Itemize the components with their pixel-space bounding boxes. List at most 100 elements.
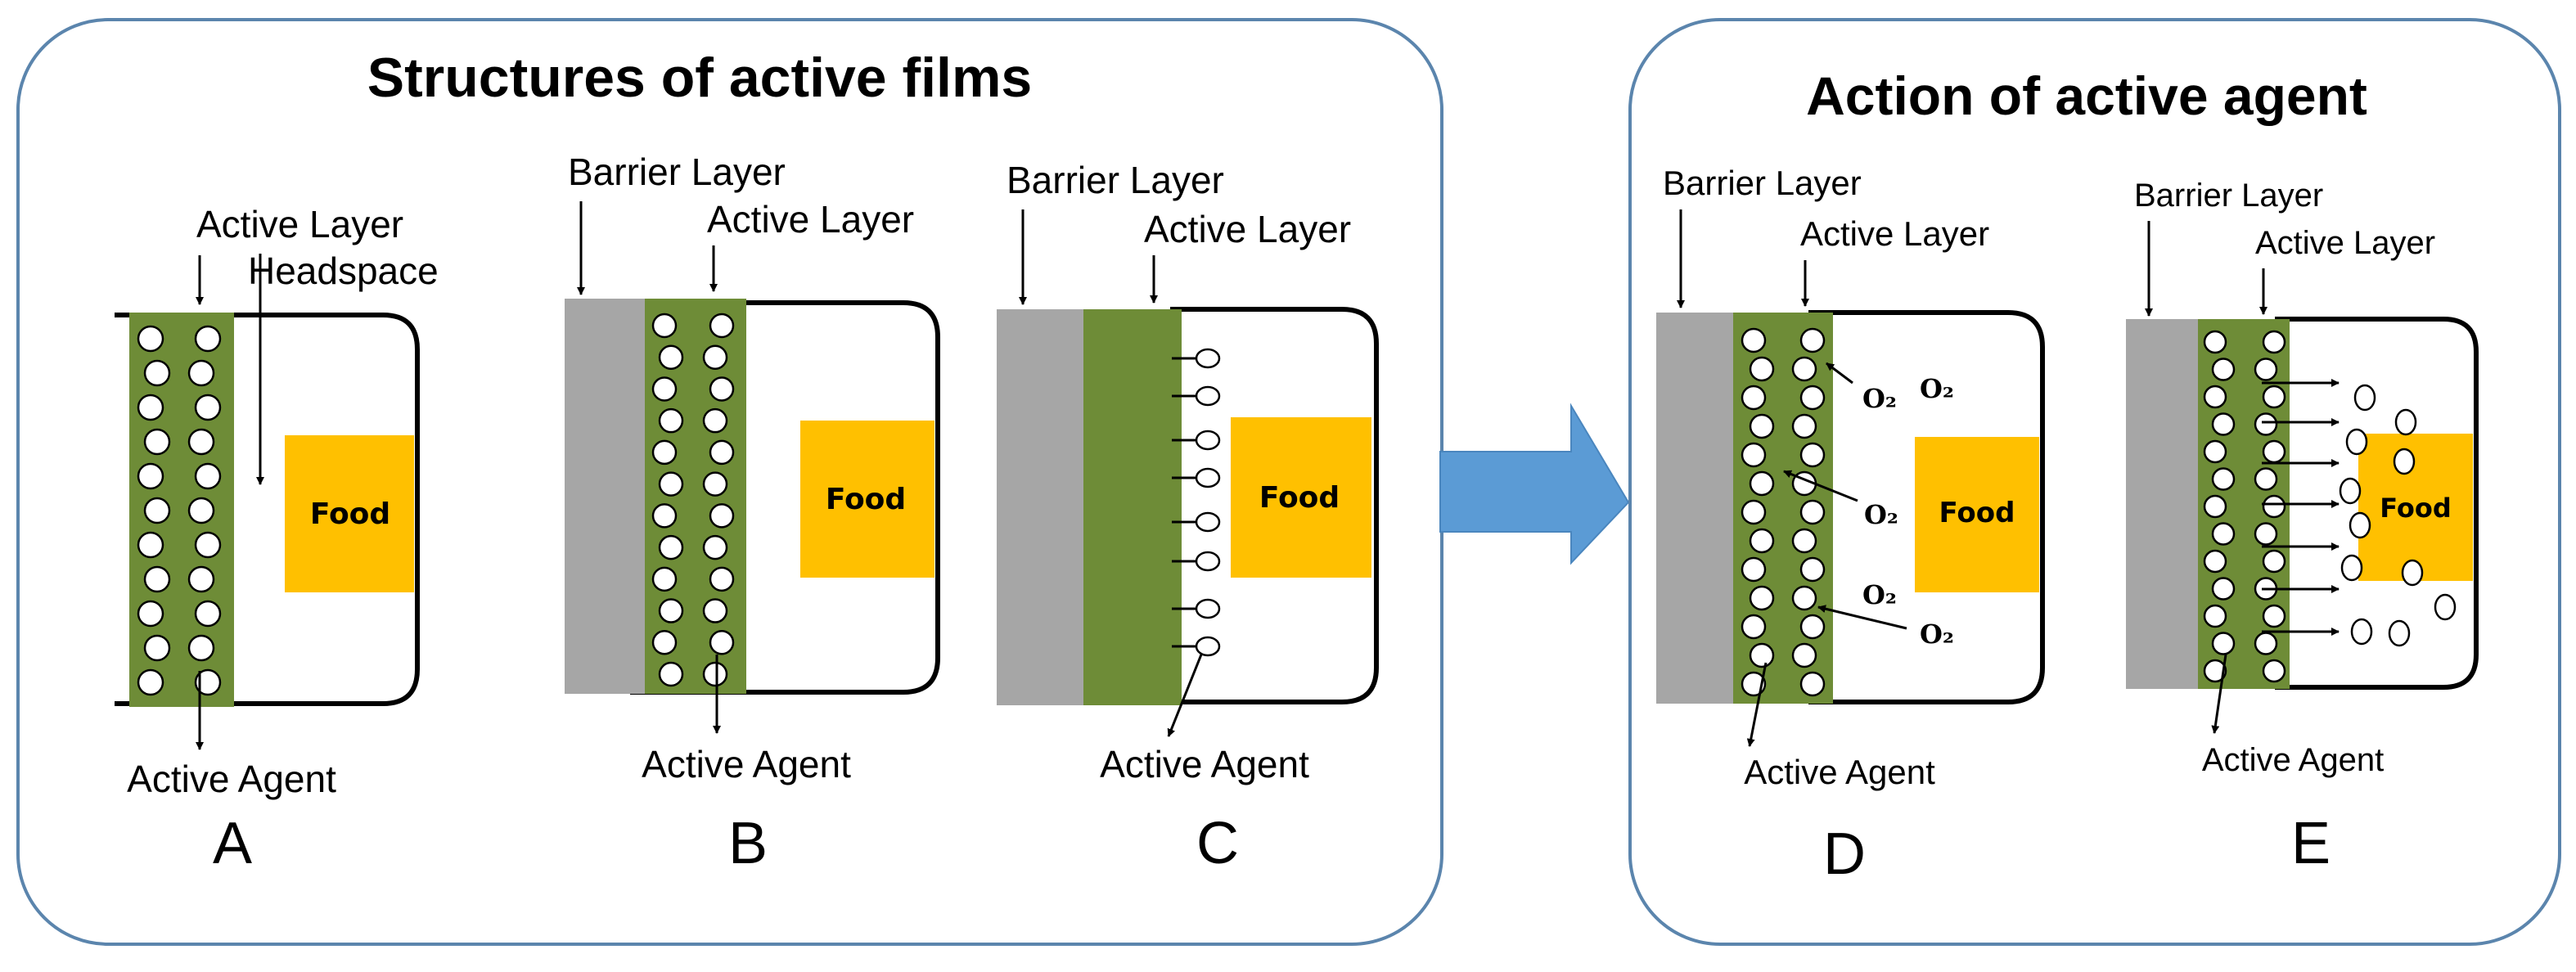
barrier-layer-label-b: Barrier Layer [568,151,786,193]
oxygen-arrow-d1 [1826,362,1853,385]
panel-letter-a: A [213,811,252,876]
particle [709,439,735,466]
particle [1791,585,1817,611]
released-particle [2388,619,2411,647]
food-label-b: Food [826,483,906,516]
barrier-layer-label-c: Barrier Layer [1007,159,1224,201]
active-layer-label-b: Active Layer [707,198,914,241]
food-block-a [285,435,414,592]
structure-a: Food Active Layer Headspace Active Agent… [115,203,439,876]
particle [2211,467,2236,491]
tethered-particle [1195,511,1221,533]
particle [658,534,684,560]
particle [194,668,222,696]
right-panel-frame [1628,18,2561,946]
food-label-a: Food [310,497,390,531]
particle [2254,358,2278,381]
particle [651,566,678,592]
active-layer-label-c: Active Layer [1144,208,1351,250]
particle [137,462,164,490]
active-agent-label-c: Active Agent [1100,743,1309,785]
particle [2211,522,2236,546]
particle [187,359,215,387]
particle [702,471,728,497]
particle [1799,556,1826,583]
particle [194,600,222,628]
active-agent-label-a: Active Agent [127,758,336,800]
particle [1799,499,1826,525]
particle [2203,494,2227,519]
barrier-layer-e [2126,319,2198,689]
particle [702,598,728,623]
active-layer-label-a: Active Layer [196,203,403,245]
particle [2211,412,2236,436]
particle [709,313,735,339]
released-agent-e [2262,379,2457,647]
oxygen-label-d3: O₂ [1864,499,1898,530]
particle [137,668,164,696]
particle [187,634,215,662]
particle [702,344,728,370]
active-agent-label-d: Active Agent [1744,753,1935,791]
released-particle [2345,428,2368,456]
oxygen-label-d5: O₂ [1920,619,1954,650]
tethered-particle [1195,551,1221,572]
barrier-layer-d [1656,313,1733,704]
particle [2203,604,2227,628]
particle [194,531,222,559]
panel-d: Food O₂ O₂ O₂ O₂ O₂ Barrier Layer Active… [1656,164,2045,887]
food-block-e [2358,434,2473,581]
particle [1749,585,1775,611]
barrier-layer-label-d: Barrier Layer [1663,164,1862,202]
released-particle [2340,554,2363,582]
particle [1799,327,1826,353]
particle [137,325,164,353]
particle [651,376,678,402]
food-label-d: Food [1939,497,2015,529]
active-agent-label-e: Active Agent [2202,742,2384,778]
particle [2211,632,2236,655]
particle [194,462,222,490]
panel-letter-b: B [728,811,768,876]
panel-letter-e: E [2291,811,2331,876]
barrier-layer-b [565,299,645,694]
particle [137,531,164,559]
active-layer-label-d: Active Layer [1800,214,1989,253]
particle [1791,642,1817,668]
particle [1799,614,1826,640]
particle [702,407,728,434]
particle [1741,499,1767,525]
tethered-particle [1195,598,1221,619]
tethered-particle [1195,636,1221,657]
particle [658,661,684,687]
particle [1791,356,1817,382]
particle [1741,614,1767,640]
oxygen-label-d4: O₂ [1862,579,1897,610]
active-agent-arrow-d [1746,662,1768,747]
released-particle [2339,477,2362,505]
particle [2203,549,2227,574]
right-panel-title: Action of active agent [1806,65,2367,126]
particle [709,376,735,402]
released-particle [2349,511,2371,539]
particle [1741,671,1767,697]
particle [1749,356,1775,382]
particle [1749,413,1775,439]
active-agent-particles-d [1741,327,1826,697]
particle [658,471,684,497]
particle [709,566,735,592]
food-block-b [800,421,934,578]
particle [187,565,215,593]
oxygen-label-d1: O₂ [1862,383,1897,414]
particle [2262,439,2286,464]
particle [658,407,684,434]
structure-b: Food Barrier Layer Active Layer Active A… [565,151,940,876]
particle [2262,659,2286,683]
particle [194,325,222,353]
particle [1791,528,1817,554]
transition-arrow [1439,403,1630,565]
particle [2203,330,2227,354]
particle [2203,439,2227,464]
particle [187,428,215,456]
